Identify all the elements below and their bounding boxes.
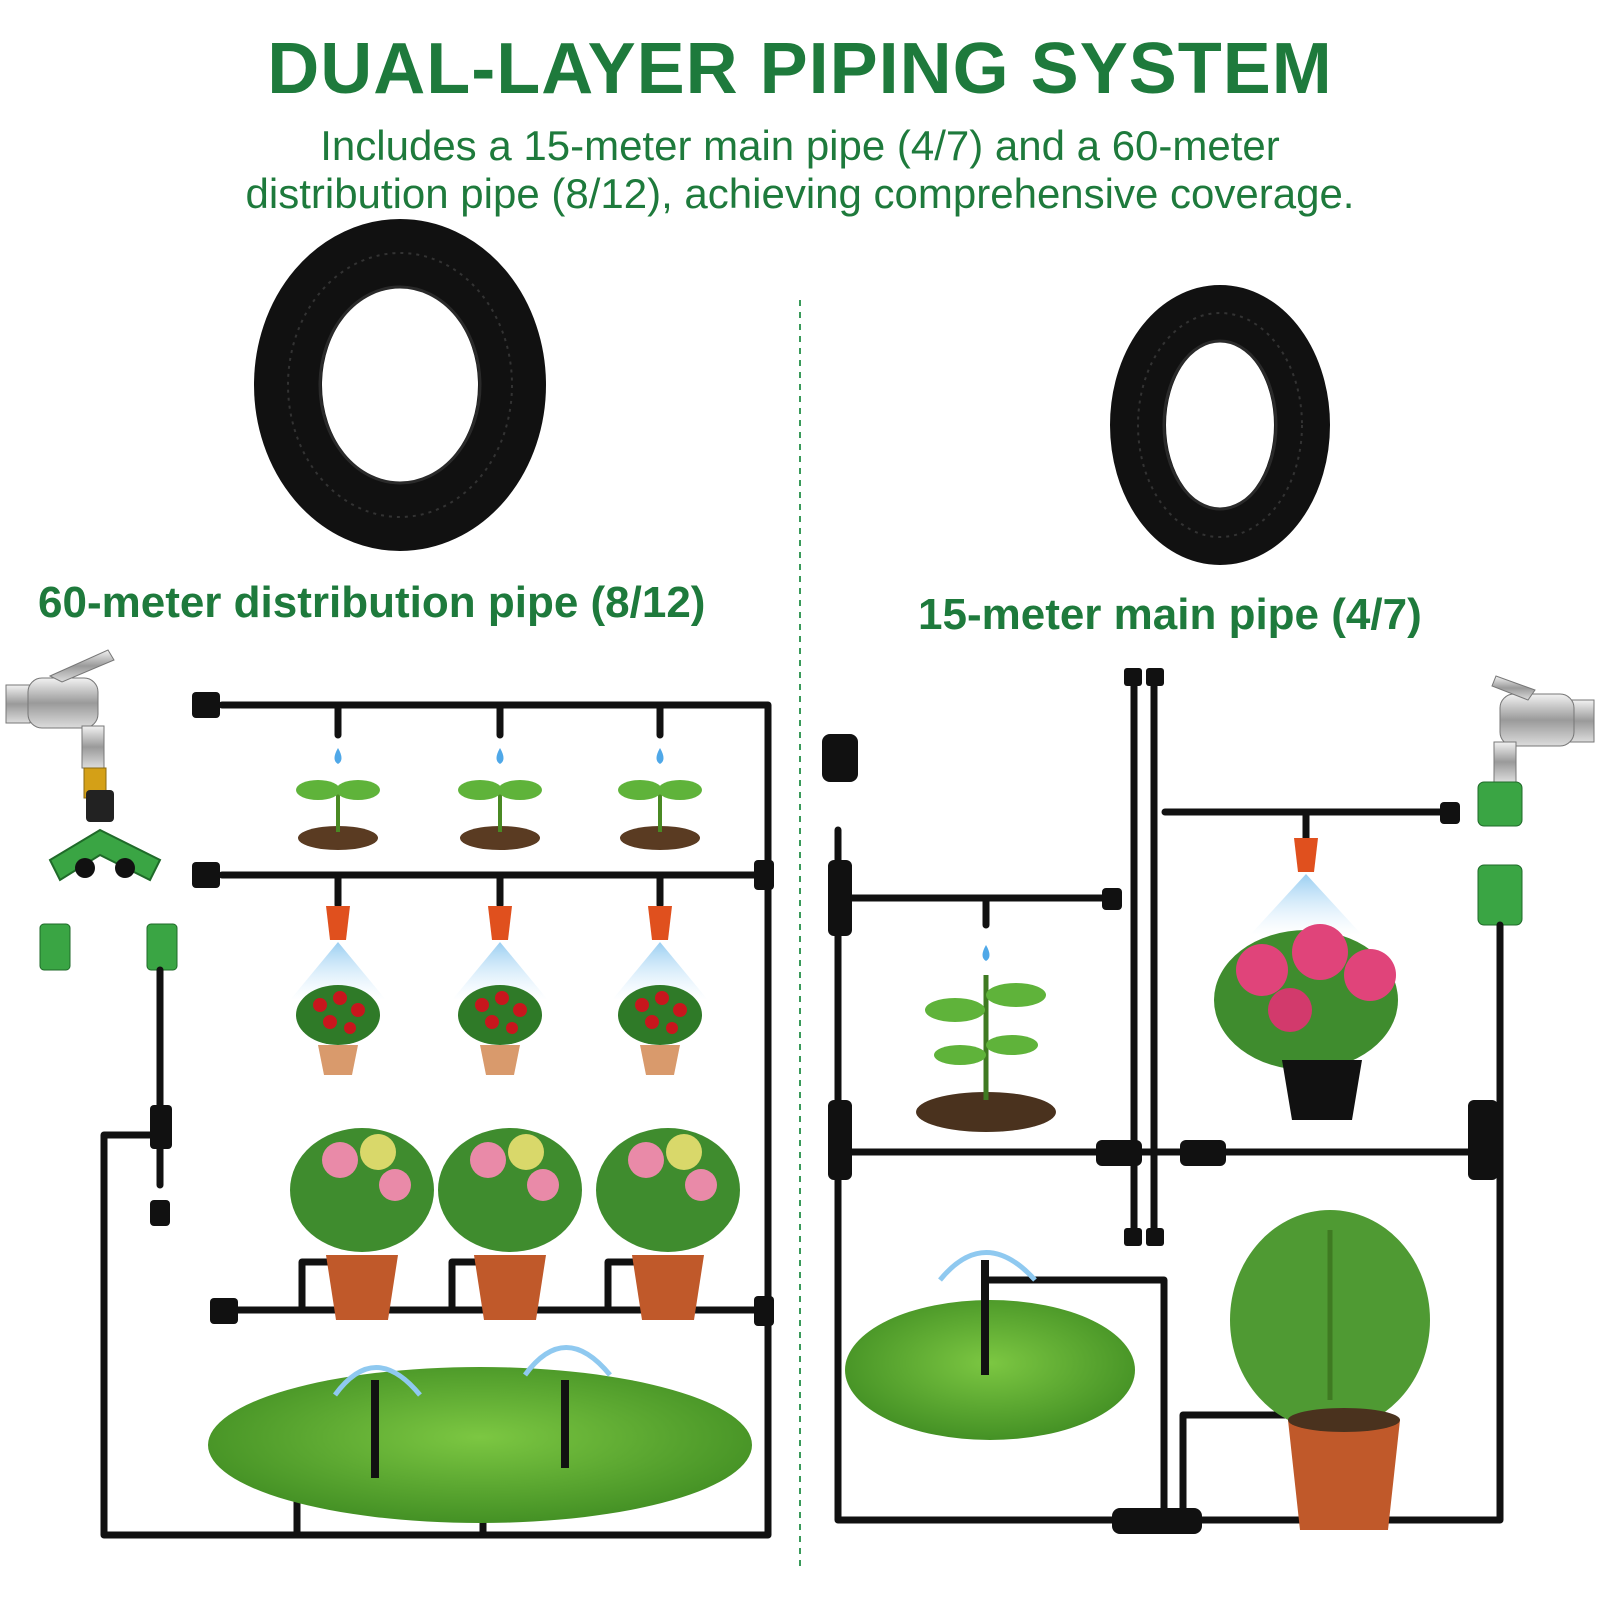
mist-nozzle-icon — [290, 906, 708, 1000]
main-pipe-label: 15-meter main pipe (4/7) — [918, 590, 1422, 639]
right-mist-nozzle-icon — [982, 838, 1362, 961]
pink-hydrangea-pot-icon — [1214, 924, 1398, 1120]
red-flower-pot-icon — [296, 985, 702, 1075]
main-pipe-coil-icon — [1110, 285, 1330, 565]
left-splitter-icon — [39, 790, 178, 971]
sapling-icon — [916, 975, 1056, 1132]
subtitle-line-2: distribution pipe (8/12), achieving comp… — [245, 170, 1355, 217]
page-title: DUAL-LAYER PIPING SYSTEM — [267, 29, 1333, 109]
distribution-pipe-coil-icon — [254, 219, 546, 551]
left-faucet-icon — [5, 649, 115, 799]
grass-disc-sprinkler-icon — [845, 1250, 1135, 1440]
left-end-caps — [150, 692, 774, 1326]
hydrangea-pot-icon — [290, 1128, 740, 1320]
distribution-pipe-label: 60-meter distribution pipe (8/12) — [38, 578, 706, 627]
water-drop-icon — [334, 748, 664, 764]
right-end-caps — [822, 668, 1498, 1534]
tomato-plant-pot-icon — [1230, 1210, 1430, 1530]
right-faucet-icon — [1477, 675, 1595, 926]
subtitle-line-1: Includes a 15-meter main pipe (4/7) and … — [320, 122, 1280, 169]
lawn-sprinkler-icon — [208, 1345, 752, 1523]
seedling-icon — [296, 780, 702, 850]
